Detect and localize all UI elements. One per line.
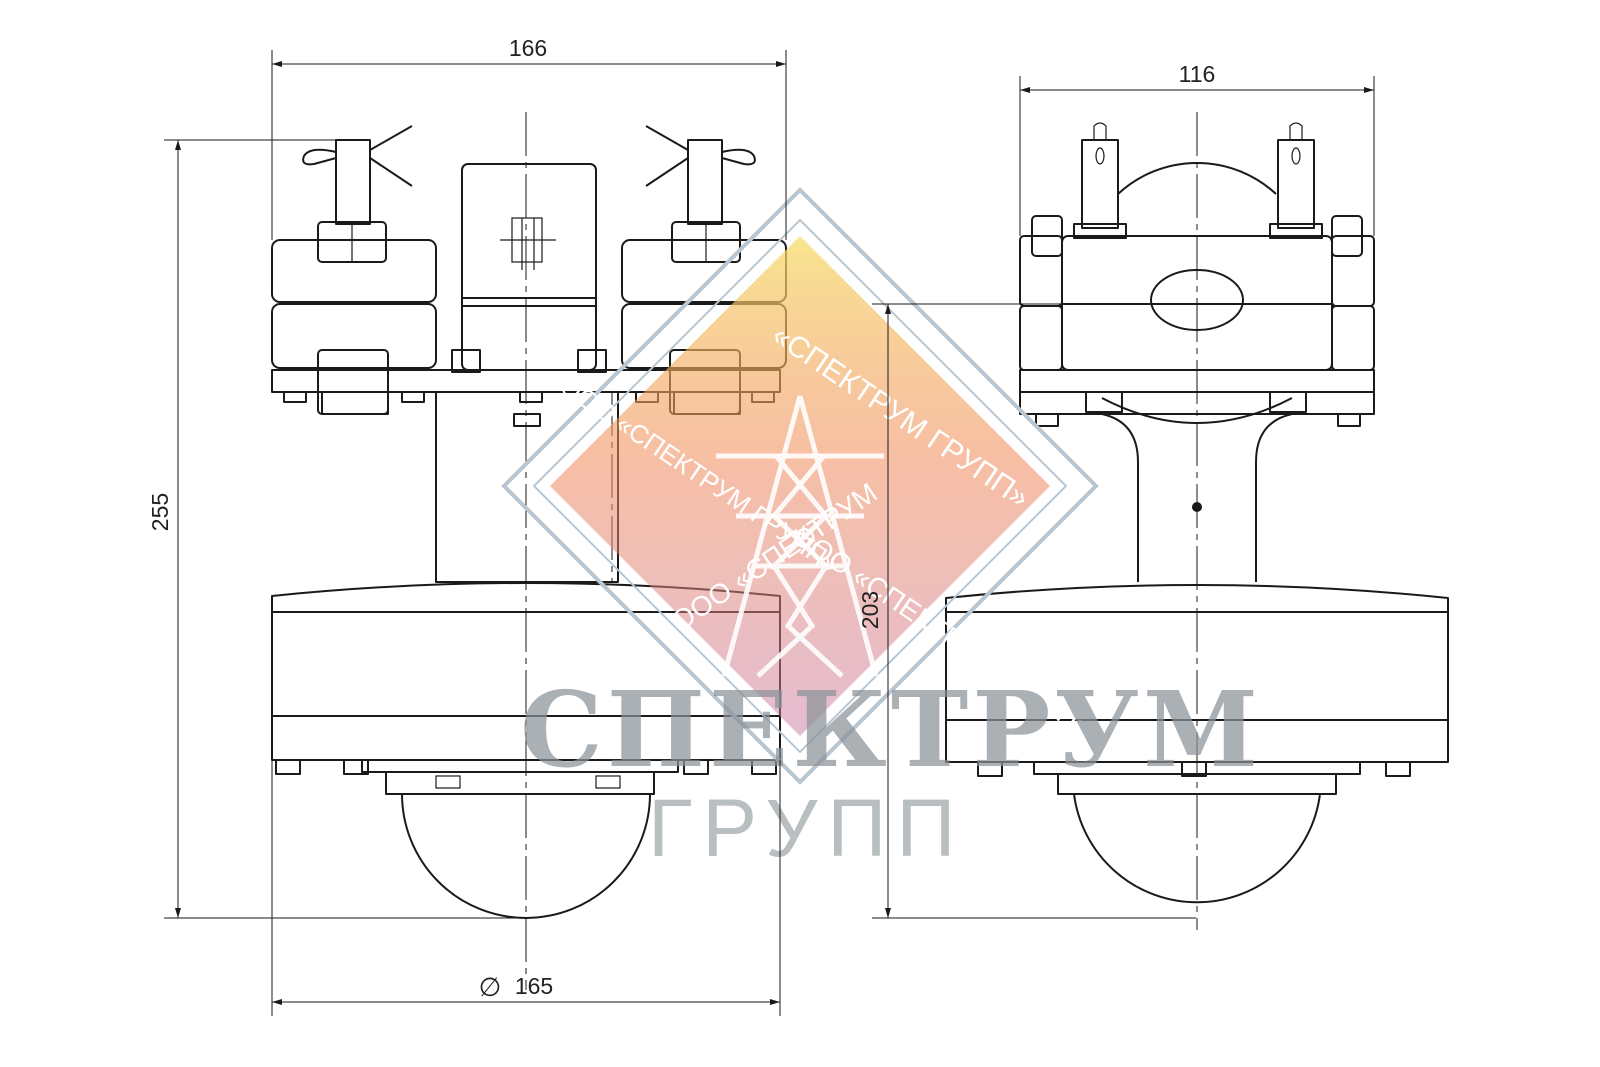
transmission-tower-icon bbox=[716, 395, 884, 678]
side-view bbox=[945, 112, 1449, 930]
dim-255-label: 255 bbox=[147, 493, 173, 531]
side-neck bbox=[1101, 413, 1293, 582]
front-clamp-left bbox=[271, 125, 437, 415]
dim-165-label: 165 bbox=[515, 973, 553, 999]
side-glass-dome bbox=[1073, 793, 1321, 904]
watermark: «СПЕКТРУМ ГРУПП» ООО «СПЕКТРУМ ГРУПП» ОО… bbox=[501, 187, 1262, 874]
dim-116-label: 116 bbox=[1179, 61, 1216, 87]
watermark-brand-line2: ГРУПП bbox=[648, 783, 965, 874]
front-housing-bolts bbox=[275, 759, 777, 775]
diameter-symbol: ∅ bbox=[479, 972, 502, 1002]
watermark-brand-line1: СПЕКТРУМ bbox=[520, 668, 1262, 791]
dim-203-label: 203 bbox=[857, 591, 883, 629]
watermark-diamond-outline bbox=[501, 187, 1099, 785]
dimension-lines bbox=[164, 50, 1375, 1016]
front-terminal-box bbox=[451, 163, 607, 373]
side-lamp-housing bbox=[945, 584, 1449, 763]
dim-166-label: 166 bbox=[509, 35, 547, 61]
